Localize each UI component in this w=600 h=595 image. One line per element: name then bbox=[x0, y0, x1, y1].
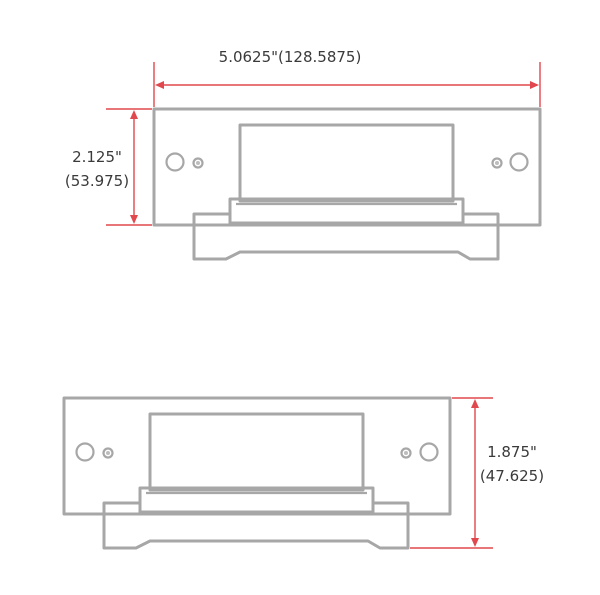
top-height-dimension: 2.125" (53.975) bbox=[65, 108, 152, 226]
top-left-hole-large bbox=[165, 152, 185, 172]
top-base-bar bbox=[192, 212, 500, 261]
bottom-right-hole-large bbox=[419, 442, 439, 462]
width-label: 5.0625"(128.5875) bbox=[219, 48, 362, 66]
width-dimension: 5.0625"(128.5875) bbox=[153, 48, 541, 107]
top-strike-view bbox=[152, 107, 542, 261]
bottom-left-hole-small bbox=[102, 447, 114, 459]
top-height-label-inch: 2.125" bbox=[72, 148, 122, 166]
bottom-left-hole-large bbox=[75, 442, 95, 462]
top-faceplate bbox=[152, 107, 542, 227]
bottom-height-dimension: 1.875" (47.625) bbox=[410, 397, 544, 549]
top-right-hole-small bbox=[491, 157, 503, 169]
bottom-base-bar bbox=[102, 501, 410, 550]
bottom-right-hole-small bbox=[400, 447, 412, 459]
top-keeper-lip bbox=[228, 197, 465, 225]
top-height-label-mm: (53.975) bbox=[65, 172, 129, 190]
bottom-housing bbox=[148, 412, 365, 492]
bottom-height-label-inch: 1.875" bbox=[487, 443, 537, 461]
top-left-hole-small bbox=[192, 157, 204, 169]
top-housing bbox=[238, 123, 455, 203]
bottom-height-label-mm: (47.625) bbox=[480, 467, 544, 485]
bottom-faceplate bbox=[62, 396, 452, 516]
bottom-keeper-lip bbox=[138, 486, 375, 514]
top-right-hole-large bbox=[509, 152, 529, 172]
bottom-strike-view bbox=[62, 396, 452, 550]
